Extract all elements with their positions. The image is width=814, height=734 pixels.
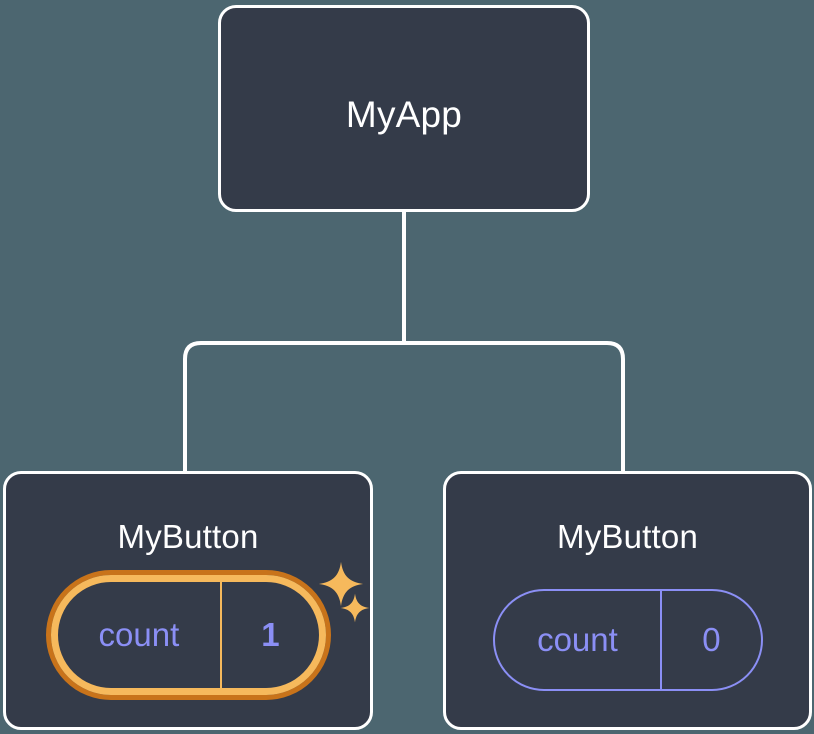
state-pill-divider <box>659 591 662 689</box>
node-myapp[interactable]: MyApp <box>218 5 590 212</box>
node-myapp-title: MyApp <box>345 94 463 135</box>
state-pill-count-highlighted[interactable]: count 1 <box>46 570 331 700</box>
state-value-label: 0 <box>702 621 721 658</box>
state-pill-inner-ring: count 1 <box>51 575 326 695</box>
sparkle-icon-small <box>340 593 370 623</box>
state-pill-count-plain[interactable]: count 0 <box>493 589 763 691</box>
state-key-label: count <box>98 616 180 653</box>
state-key-label: count <box>537 621 618 658</box>
state-value-label: 1 <box>261 616 280 653</box>
node-mybutton-right[interactable] <box>443 471 812 730</box>
node-mybutton-right-title: MyButton <box>557 518 698 555</box>
state-pill-divider <box>219 582 222 688</box>
connector-child-bus <box>183 341 625 471</box>
sparkle-icon <box>318 561 364 607</box>
node-mybutton-left-title: MyButton <box>117 518 259 555</box>
